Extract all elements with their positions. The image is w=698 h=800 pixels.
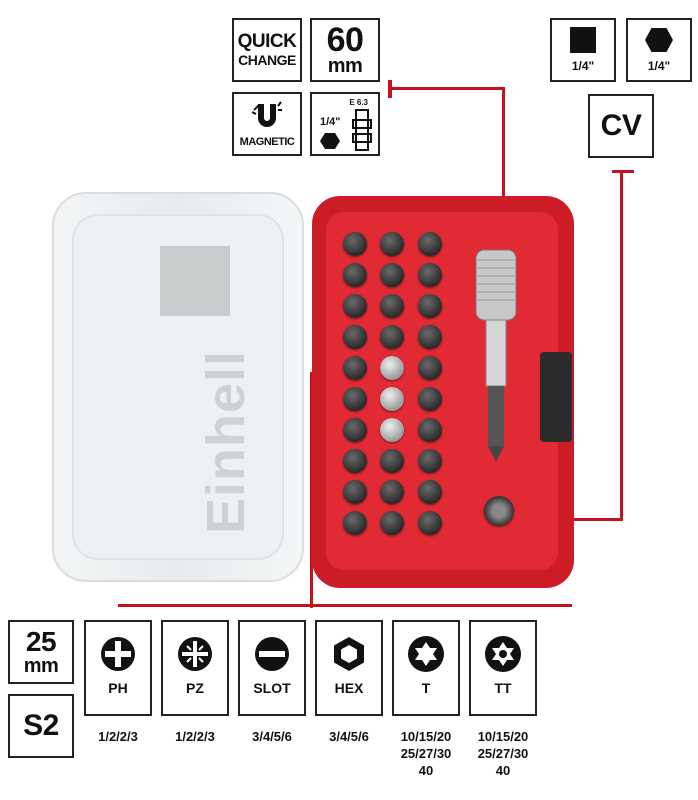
screwdriver-bit	[343, 294, 367, 318]
bit-size-text: 1/2/2/3	[98, 729, 138, 744]
square-drive-badge: 1/4"	[550, 18, 616, 82]
hex-drive-badge: 1/4"	[626, 18, 692, 82]
screwdriver-bit	[343, 511, 367, 535]
screwdriver-bit	[343, 418, 367, 442]
screwdriver-bit	[380, 325, 404, 349]
bit-size-text: 40	[495, 763, 511, 778]
bit-adapter	[484, 496, 514, 526]
holder-length-badge: 60 mm	[310, 18, 380, 82]
screwdriver-bit	[418, 511, 442, 535]
hex-shank-icon	[320, 133, 340, 149]
screwdriver-bit	[380, 356, 404, 380]
holder-size: 1/4"	[320, 116, 341, 128]
magnet-icon	[251, 101, 282, 127]
screwdriver-bit	[418, 387, 442, 411]
tamper-torx-icon	[485, 636, 521, 672]
bit-type-card: PZ	[161, 620, 229, 716]
screwdriver-bit	[418, 294, 442, 318]
square-drive-size: 1/4"	[571, 59, 595, 73]
bit-length-value: 25	[25, 626, 57, 657]
bit-type-card: TT	[469, 620, 537, 716]
screwdriver-bit	[418, 263, 442, 287]
phillips-icon	[101, 637, 135, 671]
brand-logo-mark	[160, 246, 230, 316]
bit-type-label: T	[421, 680, 431, 696]
bit-type-label: PH	[108, 680, 128, 696]
magnetic-badge: MAGNETIC	[232, 92, 302, 156]
connector-line	[620, 170, 623, 520]
bit-type-label: HEX	[334, 680, 364, 696]
screwdriver-bit	[343, 480, 367, 504]
bit-type-label: TT	[494, 680, 512, 696]
screwdriver-bit	[380, 294, 404, 318]
bit-size-text: 1/2/2/3	[175, 729, 215, 744]
pozidriv-icon	[178, 637, 212, 671]
screwdriver-bit	[380, 511, 404, 535]
bit-size-text: 10/15/20	[400, 729, 452, 744]
screwdriver-bit	[380, 480, 404, 504]
screwdriver-bit	[343, 387, 367, 411]
screwdriver-bit	[343, 232, 367, 256]
bit-size-text: 10/15/20	[477, 729, 529, 744]
hex-socket-icon	[334, 637, 364, 671]
holder-spec-badge: E 6.3 1/4"	[310, 92, 380, 156]
bit-length-badge: 25 mm	[8, 620, 74, 684]
belt-clip	[540, 352, 572, 442]
bit-size-text: 3/4/5/6	[329, 729, 369, 744]
bit-type-label: SLOT	[253, 680, 291, 696]
cv-badge: CV	[588, 94, 654, 158]
quick-change-line1: QUICK	[237, 31, 297, 52]
bit-type-card: HEX	[315, 620, 383, 716]
slotted-icon	[255, 637, 289, 671]
brand-logo-text: Einhell	[196, 349, 256, 534]
screwdriver-bit	[418, 449, 442, 473]
quick-change-line2: CHANGE	[238, 52, 296, 68]
bit-type-label: PZ	[186, 680, 204, 696]
bit-material-badge: S2	[8, 694, 74, 758]
screwdriver-bit	[380, 263, 404, 287]
screwdriver-bit	[418, 480, 442, 504]
cv-label: CV	[600, 109, 642, 142]
screwdriver-bit	[380, 449, 404, 473]
screwdriver-bit	[380, 418, 404, 442]
screwdriver-bit	[343, 449, 367, 473]
screwdriver-bit	[343, 325, 367, 349]
bit-length-unit: mm	[23, 655, 59, 677]
bit-type-card: T	[392, 620, 460, 716]
connector-line	[388, 87, 504, 90]
screwdriver-bit	[418, 418, 442, 442]
holder-standard: E 6.3	[349, 98, 368, 107]
torx-icon	[408, 636, 444, 672]
magnetic-bit-holder	[468, 246, 524, 466]
screwdriver-bit	[380, 232, 404, 256]
quick-change-badge: QUICK CHANGE	[232, 18, 302, 82]
screwdriver-bit	[418, 356, 442, 380]
bit-holder-icon	[352, 109, 372, 151]
hexagon-icon	[645, 28, 673, 52]
screwdriver-bit	[418, 325, 442, 349]
square-icon	[570, 27, 596, 53]
bit-size-text: 40	[418, 763, 434, 778]
screwdriver-bit	[380, 387, 404, 411]
bit-type-card: PH	[84, 620, 152, 716]
case-lid: Einhell	[52, 192, 304, 582]
bit-material-label: S2	[23, 709, 59, 742]
connector-line	[310, 372, 313, 608]
bit-size-text: 3/4/5/6	[252, 729, 292, 744]
hex-drive-size: 1/4"	[647, 59, 671, 73]
connector-line	[502, 87, 505, 257]
screwdriver-bit	[418, 232, 442, 256]
magnetic-label: MAGNETIC	[239, 136, 295, 148]
holder-length-unit: mm	[327, 55, 363, 77]
holder-length-value: 60	[326, 21, 364, 59]
bit-type-card: SLOT	[238, 620, 306, 716]
screwdriver-bit	[343, 356, 367, 380]
connector-line	[118, 604, 572, 607]
connector-line	[612, 170, 634, 173]
bit-size-text: 25/27/30	[400, 746, 452, 761]
screwdriver-bit	[343, 263, 367, 287]
bit-size-text: 25/27/30	[477, 746, 529, 761]
